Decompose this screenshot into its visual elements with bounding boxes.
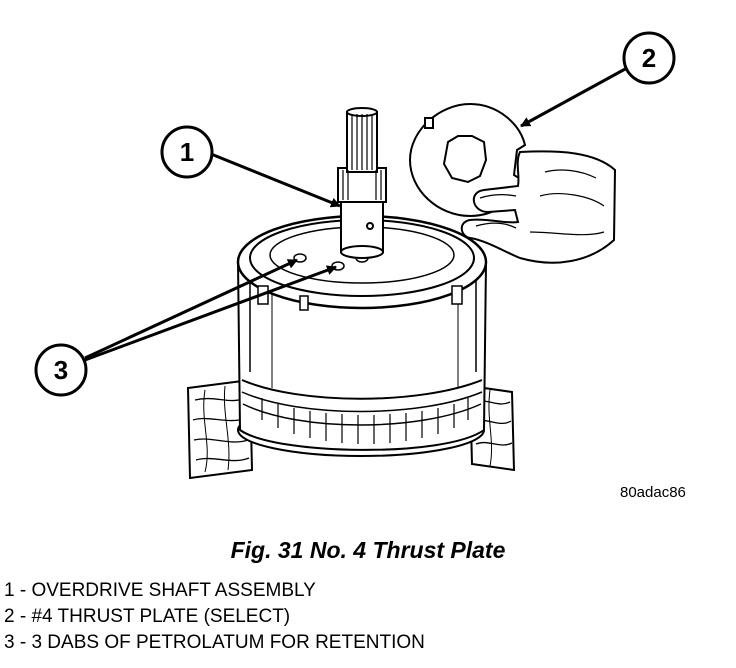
callout-3-number: 3 [54, 355, 68, 385]
leader-line-3b [84, 265, 337, 362]
callout-3: 3 [34, 343, 88, 397]
leader-line-1 [210, 152, 341, 208]
callout-1-number: 1 [180, 137, 194, 167]
callout-1: 1 [160, 125, 214, 179]
hand [460, 150, 617, 264]
legend-item-2: 2 - #4 THRUST PLATE (SELECT) [4, 606, 291, 627]
thrust-plate-illustration: 1 2 3 [34, 31, 676, 480]
callout-2: 2 [622, 31, 676, 85]
leader-line-2 [520, 66, 628, 128]
callout-2-number: 2 [642, 43, 656, 73]
overdrive-shaft [337, 107, 387, 259]
figure-caption: Fig. 31 No. 4 Thrust Plate [230, 537, 506, 563]
image-reference-code: 80adac86 [620, 484, 686, 501]
legend-item-1: 1 - OVERDRIVE SHAFT ASSEMBLY [4, 580, 316, 601]
wood-block-left [186, 378, 254, 480]
leader-lines [84, 66, 628, 362]
legend-item-3: 3 - 3 DABS OF PETROLATUM FOR RETENTION [4, 632, 425, 653]
legend: 1 - OVERDRIVE SHAFT ASSEMBLY 2 - #4 THRU… [4, 578, 425, 656]
leader-line-3a [84, 258, 298, 360]
